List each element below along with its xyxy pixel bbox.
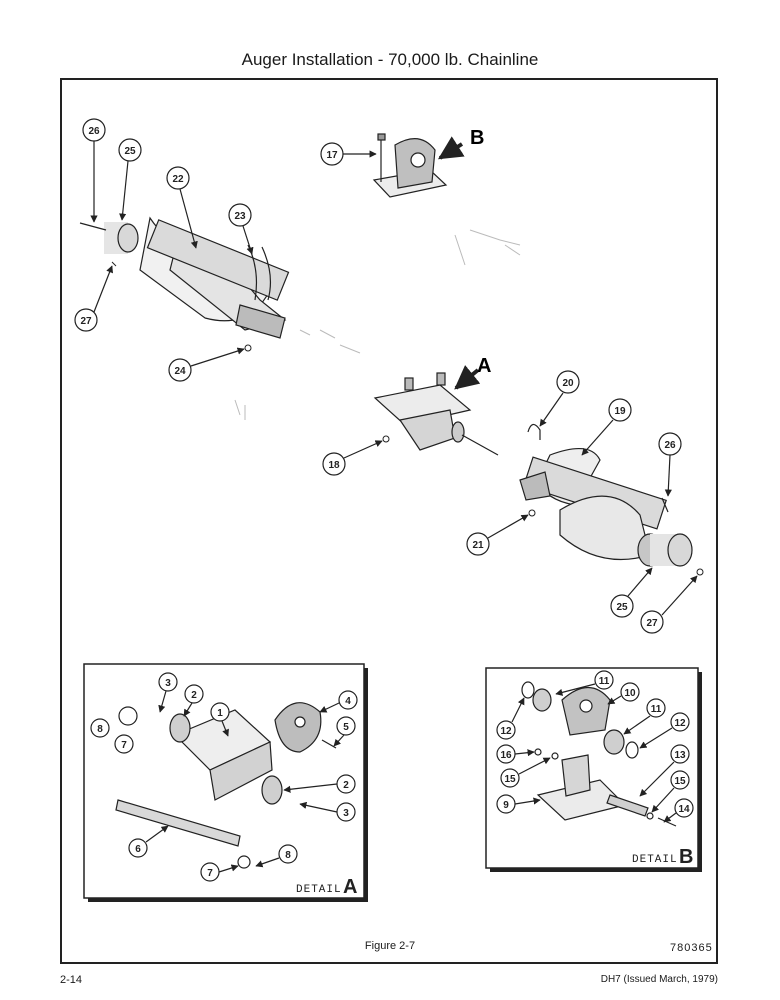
main-callouts: 26 25 22 23 27 24 17 18 20 19 26 21 25 2… <box>74 118 698 634</box>
detail-b-callout-15: 15 <box>504 774 516 785</box>
callout-19: 19 <box>614 406 626 417</box>
page-title: Auger Installation - 70,000 lb. Chainlin… <box>241 50 539 69</box>
callout-21: 21 <box>472 540 484 551</box>
drawing-code: 780365 <box>670 942 713 954</box>
callout-24: 24 <box>174 366 186 377</box>
detail-a-callout-7: 7 <box>121 740 127 751</box>
detail-b-callout-11: 11 <box>599 676 610 687</box>
detail-b-callout-16: 16 <box>500 750 512 761</box>
detail-b-letter: B <box>679 846 693 868</box>
detail-a-callout-3b: 3 <box>343 808 349 819</box>
callout-26: 26 <box>88 126 100 137</box>
detail-b-callout-13: 13 <box>674 750 686 761</box>
callout-22: 22 <box>172 174 184 185</box>
detail-a-callout-8: 8 <box>97 724 103 735</box>
callout-18: 18 <box>328 460 340 471</box>
faint-structure <box>234 229 521 420</box>
detail-a-callout-3: 3 <box>165 678 171 689</box>
callout-27b: 27 <box>646 618 658 629</box>
figure-frame <box>60 78 718 964</box>
callout-27: 27 <box>80 316 92 327</box>
callout-23: 23 <box>234 211 246 222</box>
detail-a-callout-2b: 2 <box>343 780 349 791</box>
auger-right <box>519 423 667 561</box>
detail-a-label: DETAIL <box>296 884 342 896</box>
callout-20: 20 <box>562 378 574 389</box>
detail-b-callout-11b: 11 <box>651 704 662 715</box>
detail-a-callout-6: 6 <box>135 844 141 855</box>
detail-b-callout-12b: 12 <box>674 718 686 729</box>
detail-a-callout-7b: 7 <box>207 868 213 879</box>
view-letter-b: B <box>470 127 484 149</box>
detail-b-callout-10: 10 <box>624 688 636 699</box>
issue-note: DH7 (Issued March, 1979) <box>600 974 718 985</box>
page-number: 2-14 <box>60 974 83 986</box>
callout-25b: 25 <box>616 602 628 613</box>
detail-b-callout-14: 14 <box>678 804 690 815</box>
detail-b-callout-15b: 15 <box>674 776 686 787</box>
detail-a-letter: A <box>343 876 357 898</box>
detail-a-callout-8b: 8 <box>285 850 291 861</box>
bearing-block-b <box>372 133 448 198</box>
callout-26b: 26 <box>664 440 676 451</box>
auger-left <box>139 216 290 339</box>
figure-caption: Figure 2-7 <box>364 940 416 952</box>
detail-a-callout-1: 1 <box>217 708 223 719</box>
detail-a-callout-2: 2 <box>191 690 197 701</box>
detail-b-callout-12: 12 <box>500 726 512 737</box>
bearing-block-a <box>373 372 499 456</box>
callout-17: 17 <box>326 150 338 161</box>
detail-a-callout-5: 5 <box>343 722 349 733</box>
detail-b-callout-9: 9 <box>503 800 509 811</box>
detail-a-callout-4: 4 <box>345 696 351 707</box>
collar-left <box>79 222 139 254</box>
nut-24 <box>244 344 252 352</box>
detail-b-box: 11 10 11 12 12 16 15 13 15 9 14 DETAIL B <box>485 667 702 872</box>
callout-25: 25 <box>124 146 136 157</box>
view-letter-a: A <box>477 355 491 377</box>
detail-b-label: DETAIL <box>632 854 678 866</box>
collar-right <box>637 497 693 567</box>
nut-18 <box>382 435 390 443</box>
detail-a-box: 3 2 1 4 5 8 7 2 3 6 7 8 DETAIL A <box>83 663 368 902</box>
